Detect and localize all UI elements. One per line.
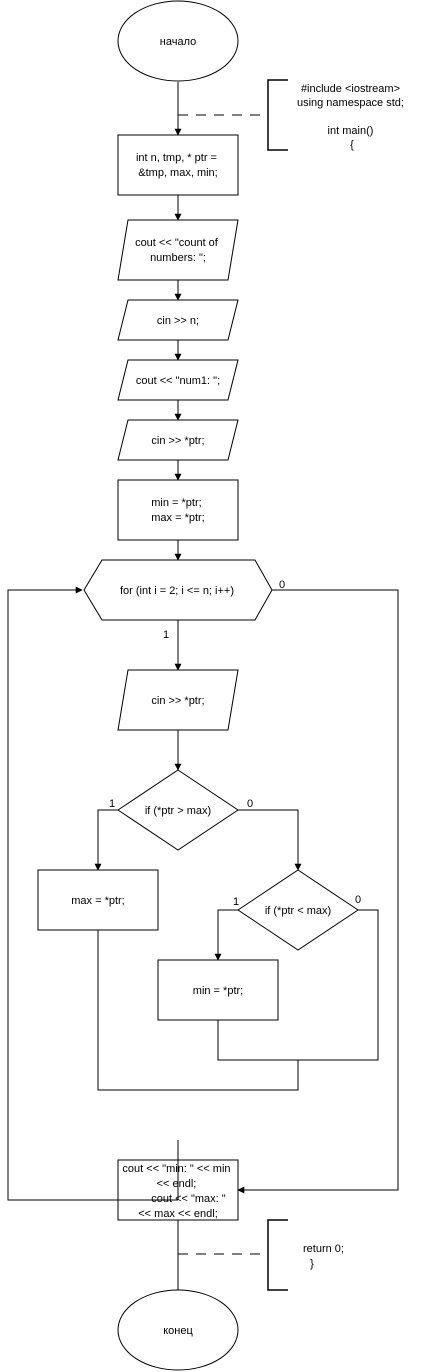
comment-bottom: return 0; } — [267, 1219, 347, 1291]
end-terminator — [117, 1289, 239, 1371]
cond-min-node: if (*ptr < max) 1 0 — [233, 869, 361, 951]
out-count-text: cout << "count of numbers: "; — [135, 237, 221, 264]
cond-min-yes-label: 1 — [233, 896, 239, 908]
cond-min-diamond — [237, 869, 359, 951]
comment-top-line: { — [350, 139, 354, 151]
declare-text: int n, tmp, * ptr = &tmp, max, min; — [136, 152, 220, 179]
comment-bottom-text: return 0; } — [303, 1243, 347, 1270]
declare-process-box — [117, 134, 239, 196]
comment-top-line: #include <iostream> — [301, 83, 400, 95]
arrow-cond-max-yes — [94, 809, 118, 871]
cond-max-node: if (*ptr > max) 1 0 — [109, 769, 253, 851]
start-label: начало — [160, 36, 196, 48]
assign-min-box — [157, 959, 279, 1021]
comment-bottom-line: return 0; — [303, 1243, 344, 1255]
comment-top-line: using namespace std; — [297, 97, 404, 109]
declare-line: &tmp, max, min; — [138, 167, 217, 179]
in-ptr-node-1: cin >> *ptr; — [117, 419, 239, 461]
loop-no-label: 0 — [279, 579, 285, 591]
assign-minmax-line: min = *ptr; — [151, 497, 201, 509]
out-num1-text: cout << "num1: "; — [136, 375, 220, 387]
assign-max-node: max = *ptr; — [37, 869, 159, 931]
out-count-line: numbers: "; — [150, 252, 206, 264]
end-label: конец — [163, 1325, 193, 1337]
output-line: << endl; — [157, 1178, 197, 1190]
in-n-node: cin >> n; — [117, 299, 239, 341]
output-text: cout << "min: " << min << endl; cout << … — [122, 1163, 233, 1220]
comment-top: #include <iostream> using namespace std;… — [267, 79, 407, 151]
assign-min-node: min = *ptr; — [157, 959, 279, 1021]
arrow-loop-back — [7, 586, 178, 1201]
loop-yes-label: 1 — [163, 629, 169, 641]
assign-minmax-text: min = *ptr; max = *ptr; — [151, 497, 205, 524]
output-line: cout << "max: " — [151, 1193, 226, 1205]
in-n-text: cin >> n; — [157, 315, 199, 327]
declare-line: int n, tmp, * ptr = — [136, 152, 217, 164]
end-node: конец — [117, 1289, 239, 1371]
assign-max-text: max = *ptr; — [71, 895, 125, 907]
out-count-io-shape — [117, 219, 239, 281]
cond-min-no-label: 0 — [355, 894, 361, 906]
in-ptr-text-2: cin >> *ptr; — [151, 695, 204, 707]
cond-max-yes-label: 1 — [109, 798, 115, 810]
loop-text: for (int i = 2; i <= n; i++) — [120, 585, 234, 597]
out-count-node: cout << "count of numbers: "; — [117, 219, 239, 281]
arrow-loop-exit — [237, 589, 399, 1194]
assign-minmax-box — [117, 479, 239, 541]
comment-top-line: int main() — [328, 125, 374, 137]
line-cond-min-no-merge — [217, 909, 379, 1061]
in-ptr-text: cin >> *ptr; — [151, 435, 204, 447]
cond-max-no-label: 0 — [247, 798, 253, 810]
out-num1-io-shape — [117, 359, 239, 401]
start-terminator — [117, 0, 239, 82]
output-line: cout << "min: " << min — [122, 1163, 230, 1175]
in-ptr-io-shape-2 — [117, 669, 239, 731]
connectors — [7, 82, 399, 1311]
arrow-cond-min-yes — [214, 909, 238, 961]
comment-bottom-bracket — [267, 1219, 288, 1291]
output-line: << max << endl; — [138, 1208, 218, 1220]
line-max-branch-merge — [97, 930, 299, 1091]
arrow-cond-max-no — [238, 809, 302, 871]
declare-node: int n, tmp, * ptr = &tmp, max, min; — [117, 134, 239, 196]
assign-max-box — [37, 869, 159, 931]
out-num1-node: cout << "num1: "; — [117, 359, 239, 401]
assign-min-text: min = *ptr; — [193, 985, 243, 997]
comment-top-text: #include <iostream> using namespace std;… — [297, 83, 407, 151]
assign-minmax-line: max = *ptr; — [151, 512, 205, 524]
out-count-line: cout << "count of — [135, 237, 219, 249]
comment-top-bracket — [267, 79, 288, 151]
comment-bottom-line: } — [310, 1258, 314, 1270]
output-node: cout << "min: " << min << endl; cout << … — [117, 1159, 239, 1221]
assign-minmax-node: min = *ptr; max = *ptr; — [117, 479, 239, 541]
start-node: начало — [117, 0, 239, 82]
in-ptr-node-2: cin >> *ptr; — [117, 669, 239, 731]
loop-hexagon — [83, 559, 273, 621]
output-box — [117, 1159, 239, 1221]
cond-max-text: if (*ptr > max) — [145, 805, 211, 817]
in-ptr-io-shape — [117, 419, 239, 461]
cond-max-diamond — [117, 769, 239, 851]
in-n-io-shape — [117, 299, 239, 341]
cond-min-text: if (*ptr < max) — [265, 905, 331, 917]
loop-node: for (int i = 2; i <= n; i++) 1 0 — [83, 559, 285, 641]
